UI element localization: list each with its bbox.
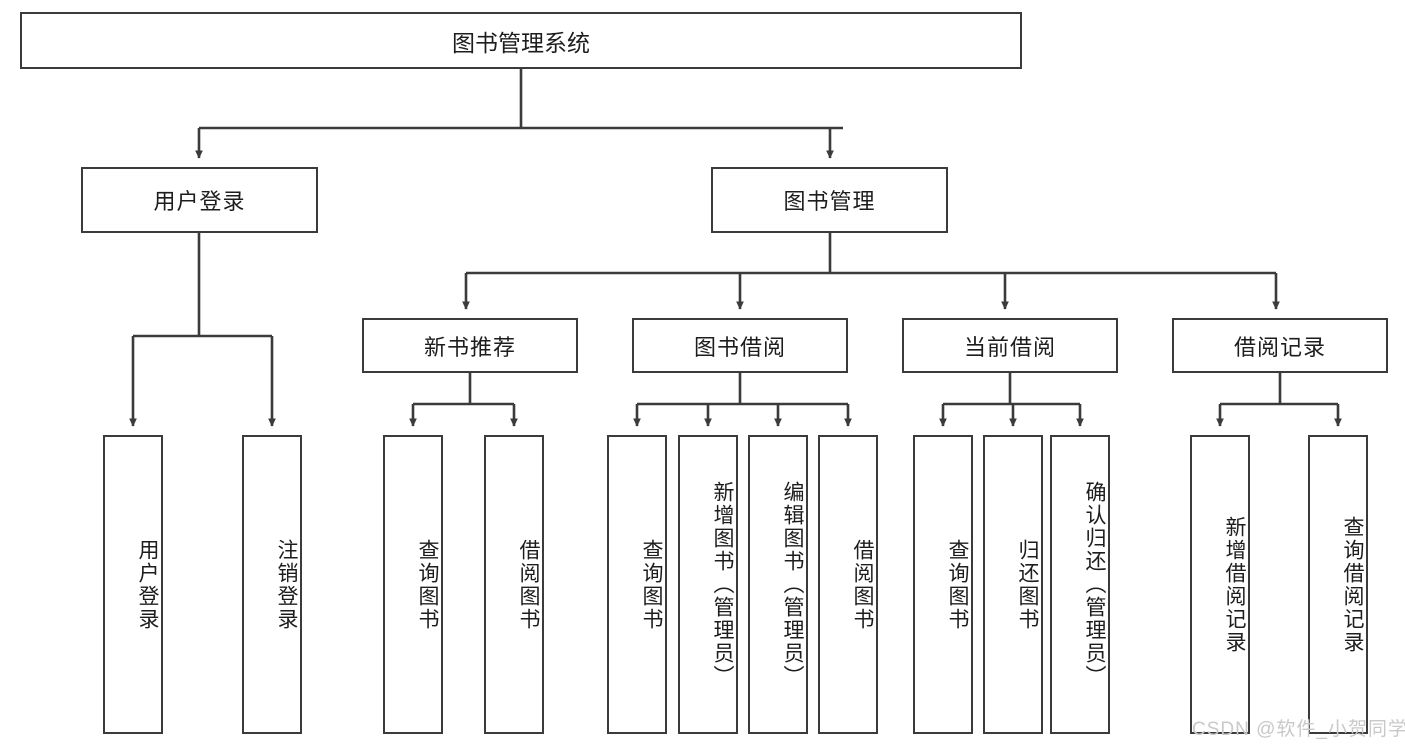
leaf-user-login[interactable]: 用户登录 xyxy=(103,435,163,734)
node-label: 用户登录 xyxy=(153,189,246,214)
node-label: 查询图书 xyxy=(946,538,969,631)
node-label: 图书管理 xyxy=(783,189,876,214)
node-label: 用户登录 xyxy=(136,538,159,631)
node-label: 编辑图书（管理员） xyxy=(781,481,804,688)
node-label: 当前借阅 xyxy=(963,334,1056,360)
leaf-borrow-book-recommend[interactable]: 借阅图书 xyxy=(484,435,544,734)
node-label: 新书推荐 xyxy=(423,334,516,360)
node-label: 借阅图书 xyxy=(851,538,874,631)
node-book-manage[interactable]: 图书管理 xyxy=(711,167,948,233)
leaf-confirm-return-admin[interactable]: 确认归还（管理员） xyxy=(1050,435,1110,734)
leaf-add-book-admin[interactable]: 新增图书（管理员） xyxy=(678,435,738,734)
node-label: 新增图书（管理员） xyxy=(711,481,734,688)
leaf-borrow-book[interactable]: 借阅图书 xyxy=(818,435,878,734)
node-label: 新增借阅记录 xyxy=(1223,515,1246,654)
node-new-book-recommend[interactable]: 新书推荐 xyxy=(362,318,578,373)
node-label: 查询图书 xyxy=(640,538,663,631)
leaf-query-borrow-record[interactable]: 查询借阅记录 xyxy=(1308,435,1368,734)
leaf-return-book[interactable]: 归还图书 xyxy=(983,435,1043,734)
node-label: 借阅记录 xyxy=(1233,334,1326,360)
node-current-borrow[interactable]: 当前借阅 xyxy=(902,318,1118,373)
node-root-title[interactable]: 图书管理系统 xyxy=(20,12,1022,69)
leaf-query-book-recommend[interactable]: 查询图书 xyxy=(383,435,443,734)
node-label: 查询借阅记录 xyxy=(1341,515,1364,654)
node-label: 图书管理系统 xyxy=(452,29,590,56)
node-book-borrow[interactable]: 图书借阅 xyxy=(632,318,848,373)
node-label: 图书借阅 xyxy=(693,334,786,360)
node-label: 归还图书 xyxy=(1016,538,1039,631)
node-label: 借阅图书 xyxy=(517,538,540,631)
leaf-add-borrow-record[interactable]: 新增借阅记录 xyxy=(1190,435,1250,734)
leaf-user-logout[interactable]: 注销登录 xyxy=(242,435,302,734)
csdn-watermark: CSDN @软件_小贺同学 xyxy=(1192,719,1405,740)
node-label: 查询图书 xyxy=(416,538,439,631)
node-user-login[interactable]: 用户登录 xyxy=(81,167,318,233)
node-borrow-record[interactable]: 借阅记录 xyxy=(1172,318,1388,373)
node-label: 注销登录 xyxy=(275,538,298,631)
leaf-query-book-current[interactable]: 查询图书 xyxy=(913,435,973,734)
leaf-edit-book-admin[interactable]: 编辑图书（管理员） xyxy=(748,435,808,734)
leaf-query-book-borrow[interactable]: 查询图书 xyxy=(607,435,667,734)
node-label: 确认归还（管理员） xyxy=(1083,481,1106,688)
